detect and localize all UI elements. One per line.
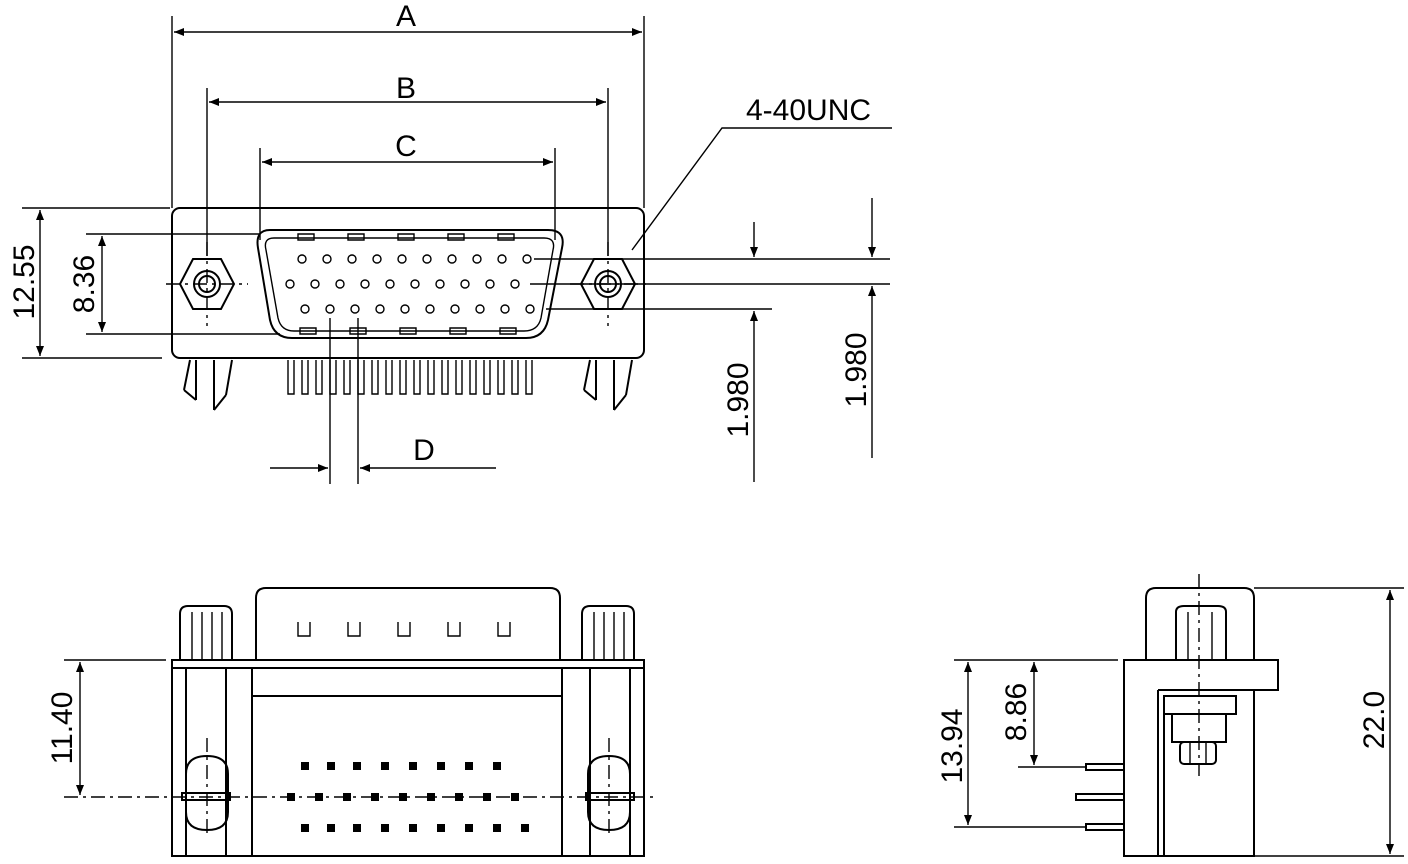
- front-body: [171, 659, 645, 857]
- dim-b-label: B: [396, 72, 416, 105]
- side-view: 13.94 8.86 22.0: [936, 574, 1404, 857]
- top-view: A B C 4-40UNC 12.55 8.36 1.980 1.980: [8, 0, 892, 484]
- row-pitch-label-1: 1.980: [722, 362, 755, 437]
- d-sub-inner: [264, 237, 555, 332]
- dim-d-label: D: [413, 434, 435, 467]
- d-sub-shell: [256, 229, 564, 339]
- front-view: 11.40: [46, 587, 656, 857]
- dim-a-label: A: [396, 0, 416, 33]
- pin-holes: [285, 254, 535, 314]
- height-inner-label: 8.36: [68, 255, 101, 313]
- side-height-total-label: 22.0: [1358, 691, 1391, 749]
- board-lock-right: [583, 359, 633, 411]
- row-pitch-label-2: 1.980: [840, 332, 873, 407]
- thread-label: 4-40UNC: [746, 94, 871, 127]
- front-height-label: 11.40: [46, 692, 79, 765]
- front-standoff-right: [581, 605, 635, 660]
- flange-outline: [171, 207, 645, 359]
- side-height-label-1: 13.94: [936, 708, 969, 783]
- front-shell: [255, 587, 561, 660]
- side-height-label-2: 8.86: [1000, 683, 1033, 741]
- pcb-pins: [287, 360, 533, 395]
- height-outer-label: 12.55: [8, 244, 41, 319]
- shell-notches: [297, 233, 517, 335]
- dim-c-label: C: [395, 130, 417, 163]
- thread-leader: [631, 127, 892, 251]
- front-standoff-left: [179, 605, 233, 660]
- board-lock-left: [183, 359, 233, 411]
- front-pins: [287, 762, 529, 832]
